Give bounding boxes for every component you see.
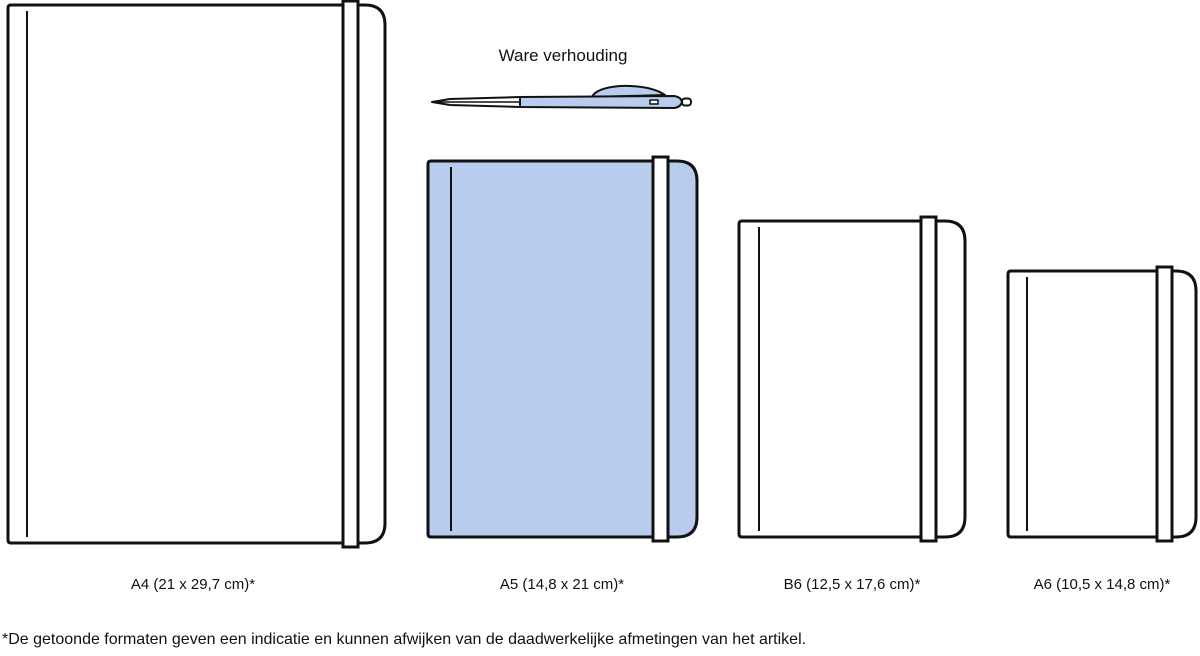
notebook-a6 [1006,265,1198,543]
footnote: *De getoonde formaten geven een indicati… [2,631,807,648]
elastic-band [341,0,360,549]
notebook-a5 [426,155,699,543]
notebook-cover [6,3,387,545]
true-proportion-title: Ware verhouding [498,46,628,65]
elastic-band [651,155,670,543]
elastic-band [919,215,938,543]
a4-label: A4 (21 x 29,7 cm)* [130,576,256,593]
notebook-cover [1006,269,1198,539]
pen-icon [431,84,692,109]
notebook-a4 [6,0,387,549]
notebook-cover [737,219,967,539]
elastic-band [1155,265,1174,543]
notebook-cover [426,159,699,539]
b6-label: B6 (12,5 x 17,6 cm)* [783,576,921,593]
notebook-b6 [737,215,967,543]
a5-label: A5 (14,8 x 21 cm)* [499,576,625,593]
a6-label: A6 (10,5 x 14,8 cm)* [1033,576,1171,593]
